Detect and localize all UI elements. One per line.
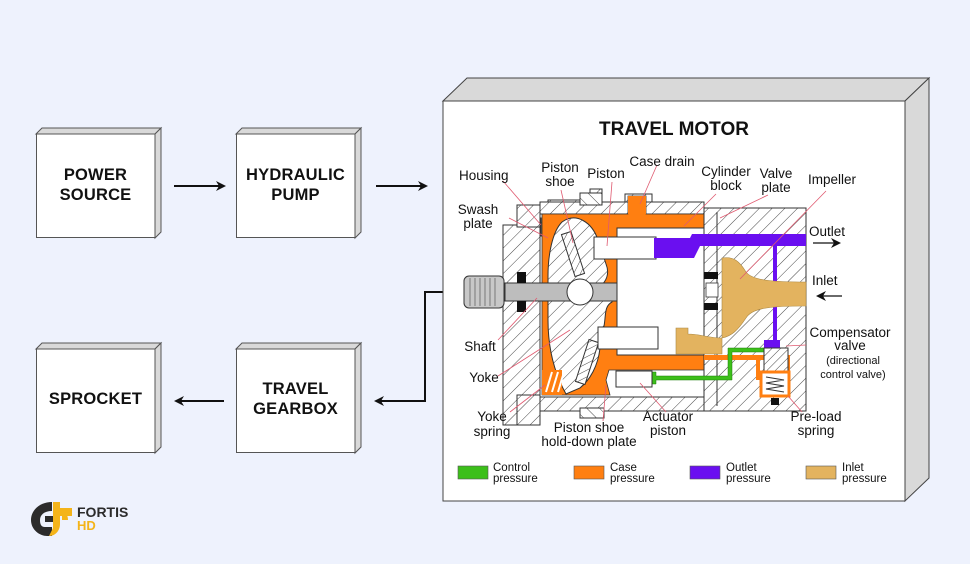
housing-bottom-boss: [579, 407, 605, 419]
legend-label: pressure: [842, 473, 887, 485]
leader-lines: [497, 164, 827, 422]
shaft-spline: [463, 275, 505, 309]
label-preload-2: spring: [798, 423, 835, 438]
label-compensator-1: Compensator: [809, 325, 891, 340]
label-actuator-1: Actuator: [643, 409, 694, 424]
box-3d-frame: [234, 341, 363, 455]
shaft: [504, 282, 618, 302]
piston-shoe-bottom: [574, 338, 600, 386]
piston-shoe-top: [560, 230, 586, 278]
legend-swatch: [457, 465, 489, 480]
label-piston-shoe-1: Piston: [541, 160, 579, 175]
shaft-spline-grooves: [469, 278, 496, 306]
housing-bottom-flange: [516, 394, 541, 426]
fortis-hd-logo: FORTIS HD: [31, 502, 128, 536]
legend-label: Outlet: [726, 462, 757, 474]
label-actuator-2: piston: [650, 423, 686, 438]
housing-left-wall: [502, 224, 541, 426]
travel-gearbox-label: TRAVEL GEARBOX: [253, 379, 338, 418]
legend-swatch: [573, 465, 605, 480]
housing-top-wall: [539, 201, 705, 215]
piston-top: [593, 236, 657, 260]
label-swash-plate-2: plate: [463, 216, 492, 231]
logo-text-hd: HD: [77, 518, 96, 533]
box-3d-frame: [34, 126, 163, 240]
label-preload-1: Pre-load: [790, 409, 841, 424]
legend-item-inlet: Inlet pressure: [805, 462, 887, 485]
label-swash-plate-1: Swash: [458, 202, 499, 217]
bearing-pin: [705, 282, 719, 298]
legend-label: pressure: [493, 473, 538, 485]
sprocket-label: SPROCKET: [48, 389, 143, 408]
power-source-label: POWER SOURCE: [59, 166, 132, 204]
label-valve-plate-2: plate: [761, 180, 790, 195]
hydraulic-pump-label: HYDRAULIC PUMP: [246, 166, 345, 204]
impeller: [721, 257, 807, 339]
preload-spring: [765, 376, 785, 393]
motor-cross-section: [463, 188, 807, 426]
legend-label: pressure: [610, 473, 655, 485]
preload-screw: [771, 398, 779, 405]
travel-gearbox-box: TRAVEL GEARBOX: [234, 341, 363, 455]
label-inlet: Inlet: [812, 273, 838, 288]
seal-bottom: [517, 301, 526, 312]
legend-label: Inlet: [842, 462, 865, 474]
legend-label: Control: [493, 462, 530, 474]
label-housing: Housing: [459, 168, 509, 183]
label-cylinder-block-2: block: [710, 178, 742, 193]
box-3d-frame: [234, 126, 363, 240]
label-yoke-spring-2: spring: [474, 424, 511, 439]
label-valve-plate-1: Valve: [760, 166, 793, 181]
hydraulic-pump-box: HYDRAULIC PUMP: [234, 126, 363, 240]
travel-motor-title: TRAVEL MOTOR: [599, 119, 749, 140]
label-piston-shoe-2: shoe: [545, 174, 574, 189]
legend-swatch: [689, 465, 721, 480]
seal-top: [517, 272, 526, 283]
motor-labels: Housing Piston shoe Piston Case drain Cy…: [458, 154, 891, 449]
label-piston: Piston: [587, 166, 625, 181]
power-source-box: POWER SOURCE: [34, 126, 163, 240]
label-compensator-2: valve: [834, 338, 866, 353]
housing-top-flange: [516, 204, 541, 228]
housing-boss: [579, 192, 603, 206]
bearing-bottom: [704, 303, 718, 310]
label-case-drain: Case drain: [629, 154, 694, 169]
label-yoke: Yoke: [469, 370, 499, 385]
label-cylinder-block-1: Cylinder: [701, 164, 751, 179]
bearing-top: [704, 272, 718, 279]
label-shaft: Shaft: [464, 339, 496, 354]
label-hold-down-1: Piston shoe: [554, 420, 625, 435]
label-hold-down-2: hold-down plate: [541, 434, 636, 449]
sprocket-box: SPROCKET: [34, 341, 163, 455]
fortis-logo-icon: [31, 502, 72, 536]
case-drain: [628, 196, 646, 214]
label-impeller: Impeller: [808, 172, 857, 187]
label-compensator-3: (directional: [826, 355, 880, 367]
logo-text-fortis: FORTIS: [77, 504, 128, 520]
label-yoke-spring-1: Yoke: [477, 409, 507, 424]
legend-swatch: [805, 465, 837, 480]
legend: Control pressure Case pressure Outlet pr…: [457, 462, 887, 485]
piston-bottom: [597, 326, 659, 350]
actuator-piston: [615, 370, 653, 388]
ball-joint: [566, 278, 594, 306]
legend-item-case: Case pressure: [573, 462, 655, 485]
label-outlet: Outlet: [809, 224, 845, 239]
legend-label: pressure: [726, 473, 771, 485]
legend-item-outlet: Outlet pressure: [689, 462, 771, 485]
legend-item-control: Control pressure: [457, 462, 538, 485]
legend-label: Case: [610, 462, 637, 474]
inlet-pressure-channel: [675, 327, 723, 355]
yoke-spring-coils: [545, 371, 565, 393]
box-3d-frame: [34, 341, 163, 455]
label-compensator-4: control valve): [820, 369, 885, 381]
